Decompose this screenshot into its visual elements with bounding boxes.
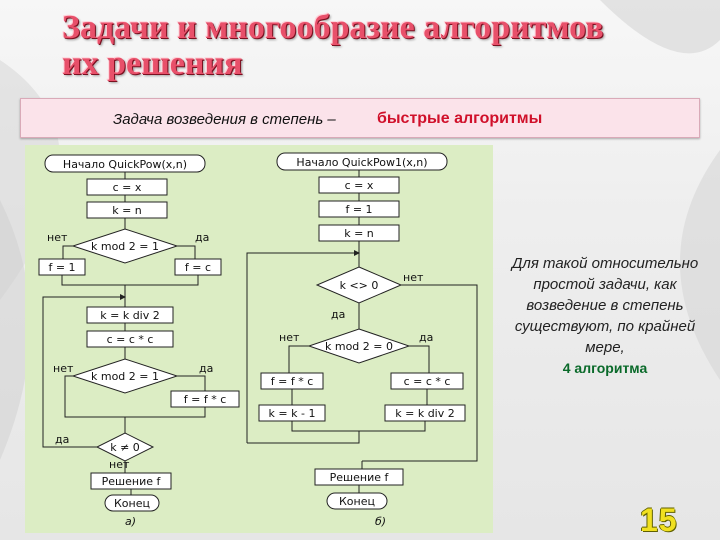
b-end-label: Конец	[339, 495, 375, 508]
side-note-count: 4 алгоритма	[562, 360, 648, 376]
b-f-assign-label: f = 1	[345, 203, 372, 216]
a-f-c-label: f = c	[185, 261, 211, 274]
a-f-one-label: f = 1	[48, 261, 75, 274]
flowchart-panel: Начало QuickPow(x,n) c = x k = n k mod 2…	[25, 145, 493, 533]
page-number: 15	[640, 502, 678, 538]
subtitle-lead: Задача возведения в степень –	[113, 111, 336, 128]
a-caption: а)	[125, 515, 136, 528]
a-c-mul-node	[86, 330, 174, 348]
a-f-mul-label: f = f * c	[184, 393, 227, 406]
a-k-assign-node	[86, 201, 168, 219]
a-no1-label: нет	[47, 231, 68, 244]
a-cond2-diamond	[71, 358, 179, 394]
b-f-mul-label: f = f * c	[271, 375, 314, 388]
slide-title: Задачи и многообразие алгоритмов их реше…	[62, 10, 702, 82]
b-k-dec-label: k = k - 1	[269, 407, 316, 420]
b-start-label: Начало QuickPow1(x,n)	[296, 156, 427, 169]
side-note-text: Для такой относительно простой задачи, к…	[511, 255, 699, 356]
a-cond1-label: k mod 2 = 1	[91, 240, 159, 253]
subtitle-bar: Задача возведения в степень – быстрые ал…	[20, 98, 700, 138]
a-end-node	[104, 494, 160, 512]
a-cond1-diamond	[71, 228, 179, 264]
flowchart-a: Начало QuickPow(x,n) c = x k = n k mod 2…	[38, 154, 240, 528]
a-yes2-label: да	[199, 362, 213, 375]
a-c-mul-label: c = c * c	[107, 333, 154, 346]
flowchart-b: Начало QuickPow1(x,n) c = x f = 1 k = n …	[246, 152, 478, 528]
a-start-label: Начало QuickPow(x,n)	[63, 158, 187, 171]
b-end-node	[326, 492, 388, 510]
title-line-1: Задачи и многообразие алгоритмов	[62, 9, 604, 46]
a-result-label: Решение f	[102, 475, 162, 488]
a-k-div-label: k = k div 2	[100, 309, 160, 322]
b-loop-label: k <> 0	[340, 279, 379, 292]
b-result-label: Решение f	[330, 471, 390, 484]
b-k-div-label: k = k div 2	[395, 407, 455, 420]
b-k-assign-label: k = n	[344, 227, 374, 240]
a-end-label: Конец	[114, 497, 150, 510]
a-c-assign-node	[86, 178, 168, 196]
b-c-assign-label: c = x	[345, 179, 374, 192]
b-mod-diamond	[307, 328, 411, 364]
a-yes1-label: да	[195, 231, 209, 244]
b-start-node	[276, 152, 448, 171]
a-no2-label: нет	[53, 362, 74, 375]
b-mod-label: k mod 2 = 0	[325, 340, 393, 353]
side-note: Для такой относительно простой задачи, к…	[496, 253, 714, 379]
subtitle-highlight: быстрые алгоритмы	[377, 110, 543, 127]
b-caption: б)	[375, 515, 386, 528]
b-mod-yes-label: да	[419, 331, 433, 344]
title-line-2: их решения	[62, 45, 243, 82]
a-no3-label: нет	[109, 458, 130, 471]
b-c-mul-label: c = c * c	[404, 375, 451, 388]
b-mod-no-label: нет	[279, 331, 300, 344]
b-loop-yes-label: да	[331, 308, 345, 321]
a-cond3-label: k ≠ 0	[110, 441, 140, 454]
a-yes3-label: да	[55, 433, 69, 446]
a-k-assign-label: k = n	[112, 204, 142, 217]
a-cond2-label: k mod 2 = 1	[91, 370, 159, 383]
a-c-assign-label: c = x	[113, 181, 142, 194]
a-k-div-node	[86, 306, 174, 324]
b-loop-no-label: нет	[403, 271, 424, 284]
